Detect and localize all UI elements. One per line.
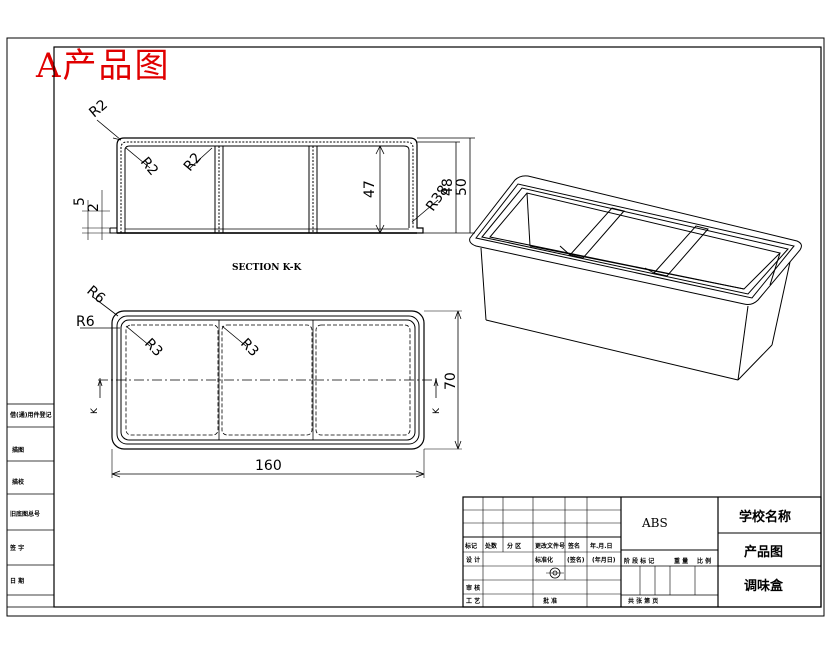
dim-70: 70 xyxy=(443,372,459,390)
strip-trace: 描图 xyxy=(12,446,24,454)
plan-view xyxy=(80,296,462,478)
approve-label: 批 准 xyxy=(543,597,557,605)
dim-5: 5 xyxy=(72,197,88,206)
dim-r3-a: R3 xyxy=(141,336,165,360)
drawing-name: 产品图 xyxy=(744,544,783,560)
std-label2: 标准化 xyxy=(534,556,553,564)
scale-header: 比 例 xyxy=(697,557,711,565)
dim-r2-top: R2 xyxy=(86,97,111,121)
dim-r3-b: R3 xyxy=(237,336,261,360)
dim-50: 50 xyxy=(454,178,470,196)
dim-r6-b: R6 xyxy=(76,314,95,330)
section-mark-left: K xyxy=(90,407,100,414)
row-design: 设 计 xyxy=(466,556,480,564)
section-label: SECTION K-K xyxy=(232,263,303,273)
strip-date: 日 期 xyxy=(10,577,24,585)
dim-2: 2 xyxy=(86,203,102,212)
strip-old-no: 旧底图总号 xyxy=(10,510,40,518)
weight-header: 重 量 xyxy=(674,557,688,565)
rev-header-sign: 签名 xyxy=(567,542,580,550)
rev-header-zone: 分 区 xyxy=(507,542,521,550)
dim-r6-a: R6 xyxy=(83,283,108,307)
dim-48: 48 xyxy=(440,178,456,196)
strip-trace-check: 描校 xyxy=(12,478,25,486)
rev-header-file: 更改文件号 xyxy=(535,542,565,550)
isometric-view xyxy=(469,175,802,381)
dim-r2-inner-a: R2 xyxy=(137,154,161,179)
section-view xyxy=(82,119,475,240)
dim-r2-inner-b: R2 xyxy=(181,150,205,175)
sheet-footer: 共 张 第 页 xyxy=(628,597,658,605)
part-name: 调味盒 xyxy=(744,578,784,594)
outer-frame xyxy=(6,37,825,617)
rev-header-date: 年.月.日 xyxy=(590,542,613,550)
rev-header-count: 处数 xyxy=(484,542,498,550)
std-label: (签名) xyxy=(567,556,585,564)
dim-47: 47 xyxy=(362,180,378,198)
dim-160: 160 xyxy=(255,458,282,474)
section-mark-right: K xyxy=(432,407,442,414)
rev-header-mark: 标记 xyxy=(464,542,477,550)
strip-borrow: 借(通)用件登记 xyxy=(9,411,52,419)
inner-frame xyxy=(53,46,822,608)
row-check: 审 核 xyxy=(466,584,480,592)
strip-sign: 签 字 xyxy=(9,544,24,552)
stage-header: 阶 段 标 记 xyxy=(624,557,654,565)
material-text: ABS xyxy=(641,516,668,530)
title-block xyxy=(462,496,822,608)
drawing-title: A产品图 xyxy=(36,46,171,86)
date-label: (年月日) xyxy=(592,556,616,564)
school-name: 学校名称 xyxy=(739,509,791,525)
left-strip xyxy=(6,403,55,608)
row-process: 工 艺 xyxy=(466,597,480,605)
